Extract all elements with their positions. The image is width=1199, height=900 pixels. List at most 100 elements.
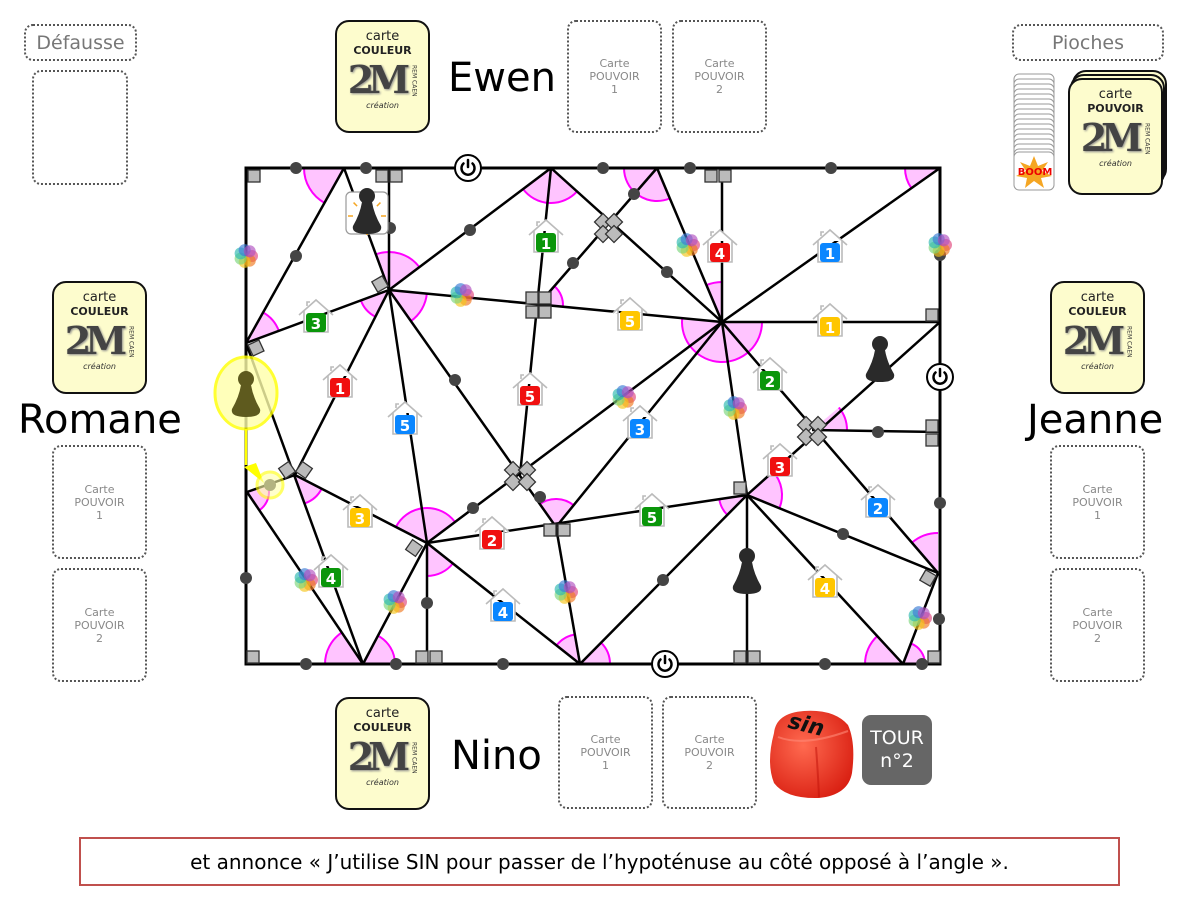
house-green-3[interactable]: 3	[298, 298, 334, 333]
angle-arc	[522, 188, 578, 204]
junction-dot[interactable]	[497, 658, 509, 670]
house-green-2[interactable]: 2	[752, 356, 788, 391]
boom-deck[interactable]: BOOM	[1012, 72, 1057, 192]
right-angle-square	[503, 472, 523, 492]
junction-dot[interactable]	[290, 162, 302, 174]
junction-dot[interactable]	[661, 266, 673, 278]
house-yellow-5[interactable]: 5	[612, 296, 648, 331]
junction-dot[interactable]	[684, 162, 696, 174]
right-angle-square	[294, 460, 314, 480]
house-red-4[interactable]: 4	[702, 228, 738, 263]
road-segment	[387, 289, 558, 528]
pawns	[213, 188, 895, 594]
junction-dot[interactable]	[916, 658, 928, 670]
house-blue-4[interactable]: 4	[485, 587, 521, 622]
card-line2: POUVOIR	[684, 746, 735, 759]
right-angle-square	[517, 460, 537, 480]
junction-dot[interactable]	[464, 224, 476, 236]
house-yellow-1[interactable]: 1	[812, 302, 848, 337]
right-angle-square	[517, 472, 537, 492]
house-green-1[interactable]: 1	[528, 218, 564, 253]
junction-dot[interactable]	[825, 162, 837, 174]
junction-dot[interactable]	[449, 374, 461, 386]
house-green-5[interactable]: 5	[634, 492, 670, 527]
pawn[interactable]	[732, 548, 762, 594]
junction-dot[interactable]	[597, 162, 609, 174]
power-icon[interactable]	[651, 650, 679, 678]
junction-dot[interactable]	[934, 497, 946, 509]
house-red-3[interactable]: 3	[762, 442, 798, 477]
junction-dot[interactable]	[467, 502, 479, 514]
card-line2: COULEUR	[353, 44, 412, 57]
house-blue-3[interactable]: 3	[622, 404, 658, 439]
house-red-2[interactable]: 2	[474, 515, 510, 550]
angle-wedge	[304, 168, 344, 203]
selected-pawn[interactable]	[213, 355, 285, 500]
junction-dot[interactable]	[421, 597, 433, 609]
house-yellow-4[interactable]: 4	[807, 563, 843, 598]
junction-dot[interactable]	[390, 658, 402, 670]
house-number: 4	[820, 580, 830, 598]
house-blue-2[interactable]: 2	[860, 483, 896, 518]
pawn[interactable]	[865, 336, 895, 382]
right-angle-square	[718, 169, 732, 183]
right-angle-square	[704, 169, 718, 183]
junction-dot[interactable]	[837, 528, 849, 540]
house-blue-5[interactable]: 5	[387, 400, 423, 435]
logo-sub: création	[366, 101, 399, 110]
house-red-5[interactable]: 5	[512, 371, 548, 406]
flower-icon	[234, 244, 258, 268]
junction-dot[interactable]	[290, 250, 302, 262]
logo-side: REM CAEN	[1143, 123, 1151, 155]
logo-sub: création	[1099, 159, 1132, 168]
logo-sub: création	[1081, 362, 1114, 371]
power-icon[interactable]	[454, 154, 482, 182]
pawn[interactable]	[345, 188, 389, 235]
logo-sub: création	[83, 362, 116, 371]
angle-arc	[681, 318, 763, 363]
card-line1: Carte	[694, 733, 725, 746]
house-blue-1[interactable]: 1	[812, 228, 848, 263]
junction-dot[interactable]	[300, 658, 312, 670]
card-line1: carte	[365, 706, 400, 721]
junction-dot[interactable]	[360, 162, 372, 174]
junction-dot[interactable]	[628, 188, 640, 200]
logo-main: 2M	[347, 57, 410, 102]
discard-pile-slot[interactable]	[32, 70, 128, 185]
right-angle-square	[503, 460, 523, 480]
angle-arc	[538, 498, 575, 507]
junction-dot[interactable]	[872, 426, 884, 438]
angle-wedge	[911, 533, 938, 573]
sin-die[interactable]: sin	[764, 703, 856, 801]
junction-dot[interactable]	[657, 574, 669, 586]
house-number: 3	[311, 315, 321, 333]
junction-dot[interactable]	[240, 572, 252, 584]
power-spots	[454, 154, 954, 678]
power-icon[interactable]	[926, 363, 954, 391]
junction-dot[interactable]	[567, 257, 579, 269]
house-green-4[interactable]: 4	[313, 553, 349, 588]
target-highlight[interactable]	[255, 470, 285, 500]
house-yellow-3[interactable]: 3	[342, 493, 378, 528]
junction-dot[interactable]	[534, 491, 546, 503]
junction-dot[interactable]	[933, 613, 945, 625]
house-red-1[interactable]: 1	[322, 363, 358, 398]
right-angle-square	[525, 291, 539, 305]
junction-dot[interactable]	[819, 658, 831, 670]
